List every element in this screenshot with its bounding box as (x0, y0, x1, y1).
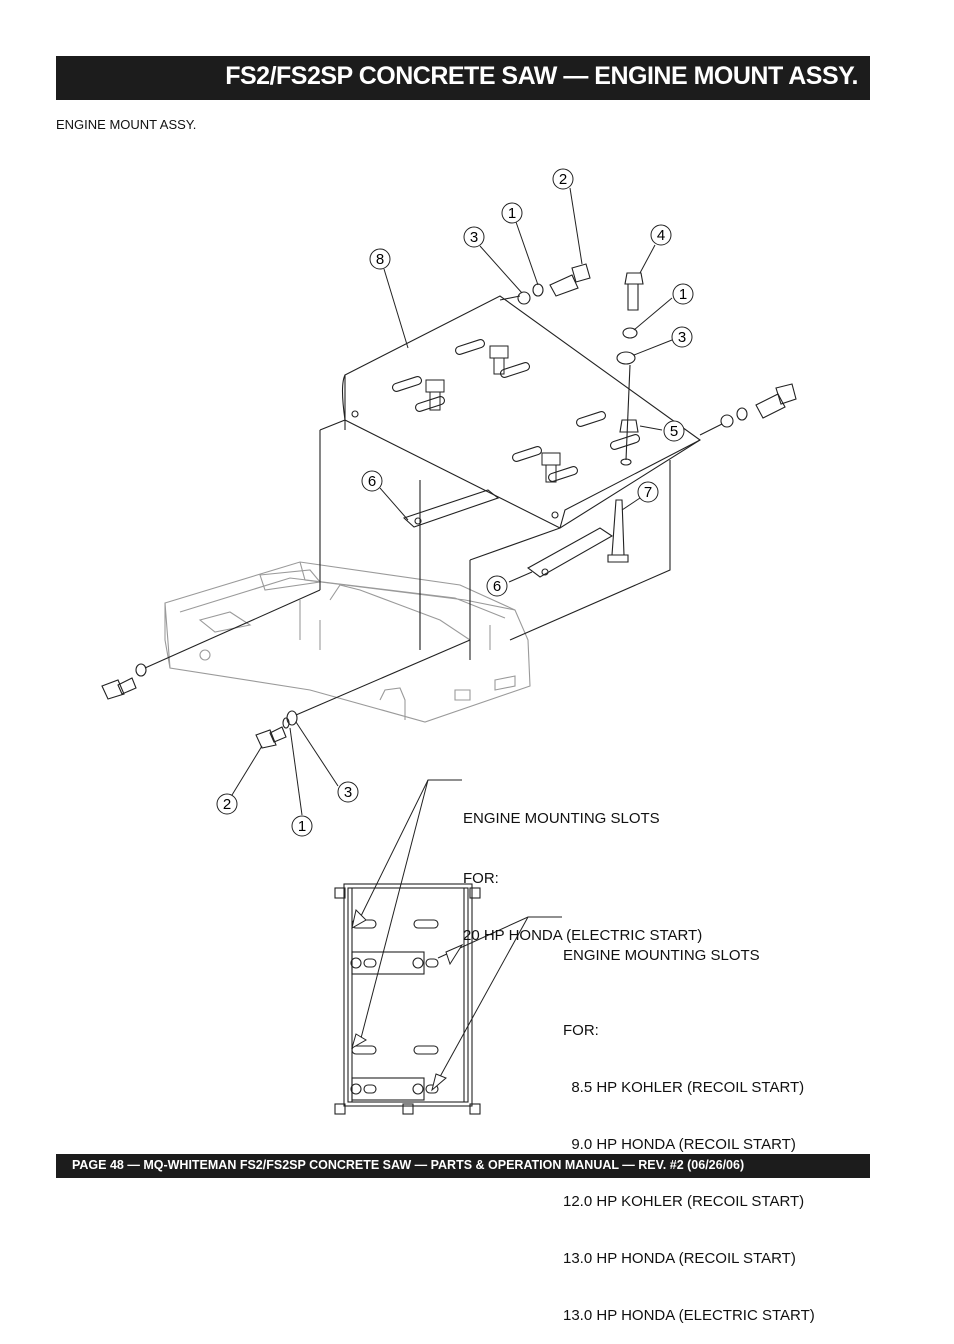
engine-mount-drawing: 2 1 3 4 8 1 3 5 6 7 6 2 1 3 (101, 168, 797, 1115)
callout-number: 1 (679, 286, 687, 303)
callout-circle (552, 168, 574, 190)
callout-5: 8 (369, 248, 391, 270)
slot-diagram (334, 883, 481, 1115)
callout-circle (501, 202, 523, 224)
title-bar: FS2/FS2SP CONCRETE SAW — ENGINE MOUNT AS… (56, 56, 870, 100)
vertical-bolt-hardware (616, 272, 644, 466)
section-subtitle: ENGINE MOUNT ASSY. (56, 117, 197, 132)
callout-layer: 2 1 3 4 8 1 3 5 6 7 6 2 1 3 (216, 168, 694, 837)
note-small-engine: 8.5 HP KOHLER (RECOIL START) (563, 1079, 805, 1096)
slot-note-leaders (351, 779, 562, 1092)
callout-number: 3 (470, 229, 478, 246)
callout-7: 3 (671, 326, 693, 348)
leader-lines (231, 187, 673, 816)
footer-text: PAGE 48 — MQ-WHITEMAN FS2/FS2SP CONCRETE… (72, 1158, 745, 1172)
callout-10: 7 (637, 481, 659, 503)
callout-circle (672, 283, 694, 305)
stud-bolt (607, 499, 629, 563)
callout-number: 6 (368, 473, 376, 490)
callout-6: 1 (672, 283, 694, 305)
callout-circle (337, 781, 359, 803)
right-side-hardware (699, 383, 797, 436)
note-20hp-heading: ENGINE MOUNTING SLOTS (463, 810, 660, 827)
saw-frame (164, 561, 531, 723)
callout-circle (463, 226, 485, 248)
engine-mount-plate (319, 295, 701, 660)
callout-9: 6 (361, 470, 383, 492)
note-small-engine: 12.0 HP KOHLER (RECOIL START) (563, 1193, 805, 1210)
note-20hp-for: FOR: (463, 870, 499, 887)
callout-number: 5 (670, 423, 678, 440)
callout-number: 4 (657, 227, 665, 244)
callout-circle (671, 326, 693, 348)
spacer-bars (402, 489, 614, 578)
note-small-engine: 13.0 HP HONDA (ELECTRIC START) (563, 1307, 815, 1324)
note-small-engine: 13.0 HP HONDA (RECOIL START) (563, 1250, 796, 1267)
callout-circle (216, 793, 238, 815)
callout-number: 1 (508, 205, 516, 222)
page-title: FS2/FS2SP CONCRETE SAW — ENGINE MOUNT AS… (225, 62, 858, 90)
left-side-hardware (101, 589, 471, 749)
callout-13: 1 (291, 815, 313, 837)
callout-circle (637, 481, 659, 503)
callout-circle (291, 815, 313, 837)
note-small-engine-slots: ENGINE MOUNTING SLOTS FOR: 8.5 HP KOHLER… (563, 908, 815, 1344)
callout-circle (361, 470, 383, 492)
callout-number: 6 (493, 578, 501, 595)
callout-number: 8 (376, 251, 384, 268)
callout-number: 3 (678, 329, 686, 346)
callout-12: 2 (216, 793, 238, 815)
callout-3: 3 (463, 226, 485, 248)
note-small-engine: 9.0 HP HONDA (RECOIL START) (563, 1136, 796, 1153)
callout-8: 5 (663, 420, 685, 442)
callout-number: 2 (223, 796, 231, 813)
callout-11: 6 (486, 575, 508, 597)
note-20hp-slots: ENGINE MOUNTING SLOTS FOR: 20 HP HONDA (… (463, 771, 702, 964)
callout-number: 2 (559, 171, 567, 188)
note-small-for: FOR: (563, 1022, 599, 1039)
callout-2: 1 (501, 202, 523, 224)
footer-bar: PAGE 48 — MQ-WHITEMAN FS2/FS2SP CONCRETE… (56, 1154, 870, 1178)
callout-number: 1 (298, 818, 306, 835)
callout-number: 7 (644, 484, 652, 501)
note-20hp-engine: 20 HP HONDA (ELECTRIC START) (463, 927, 703, 944)
callout-4: 4 (650, 224, 672, 246)
callout-circle (486, 575, 508, 597)
callout-circle (663, 420, 685, 442)
note-small-heading: ENGINE MOUNTING SLOTS (563, 947, 760, 964)
callout-circle (650, 224, 672, 246)
callout-number: 3 (344, 784, 352, 801)
callout-1: 2 (552, 168, 574, 190)
callout-circle (369, 248, 391, 270)
callout-14: 3 (337, 781, 359, 803)
